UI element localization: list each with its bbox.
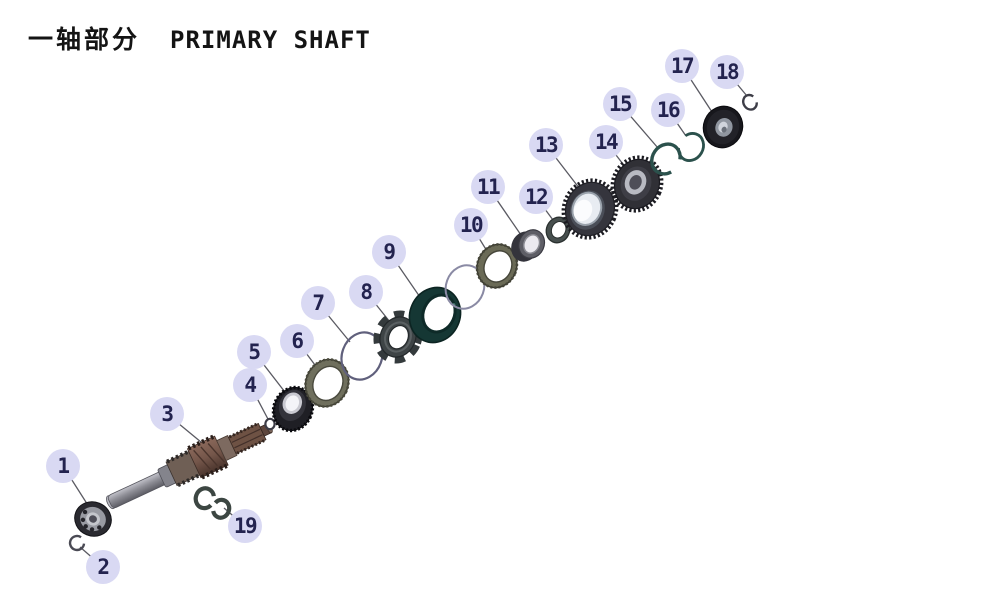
part-callout-15: 15 [603, 87, 637, 121]
part-callout-5: 5 [237, 335, 271, 369]
part-callout-10: 10 [454, 208, 488, 242]
snap-ring-extra [444, 264, 486, 310]
title-chinese: 一轴部分 [28, 25, 141, 54]
part-3-primary-shaft [106, 422, 273, 510]
title-english: PRIMARY SHAFT [170, 26, 371, 54]
part-callout-17: 17 [665, 49, 699, 83]
part-5-gear [271, 385, 315, 433]
part-callout-1: 1 [46, 449, 80, 483]
part-callout-18: 18 [710, 55, 744, 89]
part-13-gear [561, 178, 619, 240]
page-title: 一轴部分 PRIMARY SHAFT [28, 20, 371, 56]
part-callout-16: 16 [651, 93, 685, 127]
part-callout-8: 8 [349, 275, 383, 309]
part-14-gear [610, 155, 664, 213]
part-callout-3: 3 [150, 397, 184, 431]
part-4-small-ring [264, 417, 276, 431]
part-callout-2: 2 [86, 550, 120, 584]
part-12-spacer [545, 216, 571, 244]
part-11-bushing [511, 229, 546, 262]
part-callout-4: 4 [233, 368, 267, 402]
part-16-snap-ring [677, 132, 705, 162]
part-callout-11: 11 [471, 170, 505, 204]
part-callout-19: 19 [228, 509, 262, 543]
part-1-ball-bearing [74, 501, 112, 537]
part-callout-14: 14 [589, 125, 623, 159]
part-10-synchro-ring [475, 243, 519, 289]
part-callout-7: 7 [301, 286, 335, 320]
part-callout-9: 9 [372, 235, 406, 269]
leader-lines [62, 65, 748, 568]
part-17-bearing [702, 105, 744, 149]
part-2-circlip [68, 534, 86, 552]
part-6-synchro-ring [304, 358, 350, 408]
part-callout-13: 13 [529, 128, 563, 162]
part-9-sliding-sleeve [408, 286, 462, 344]
part-callout-6: 6 [280, 324, 314, 358]
part-18-circlip [742, 93, 758, 111]
part-19-half-rings [193, 486, 232, 520]
part-7-snap-ring [340, 331, 384, 381]
part-callout-12: 12 [519, 180, 553, 214]
